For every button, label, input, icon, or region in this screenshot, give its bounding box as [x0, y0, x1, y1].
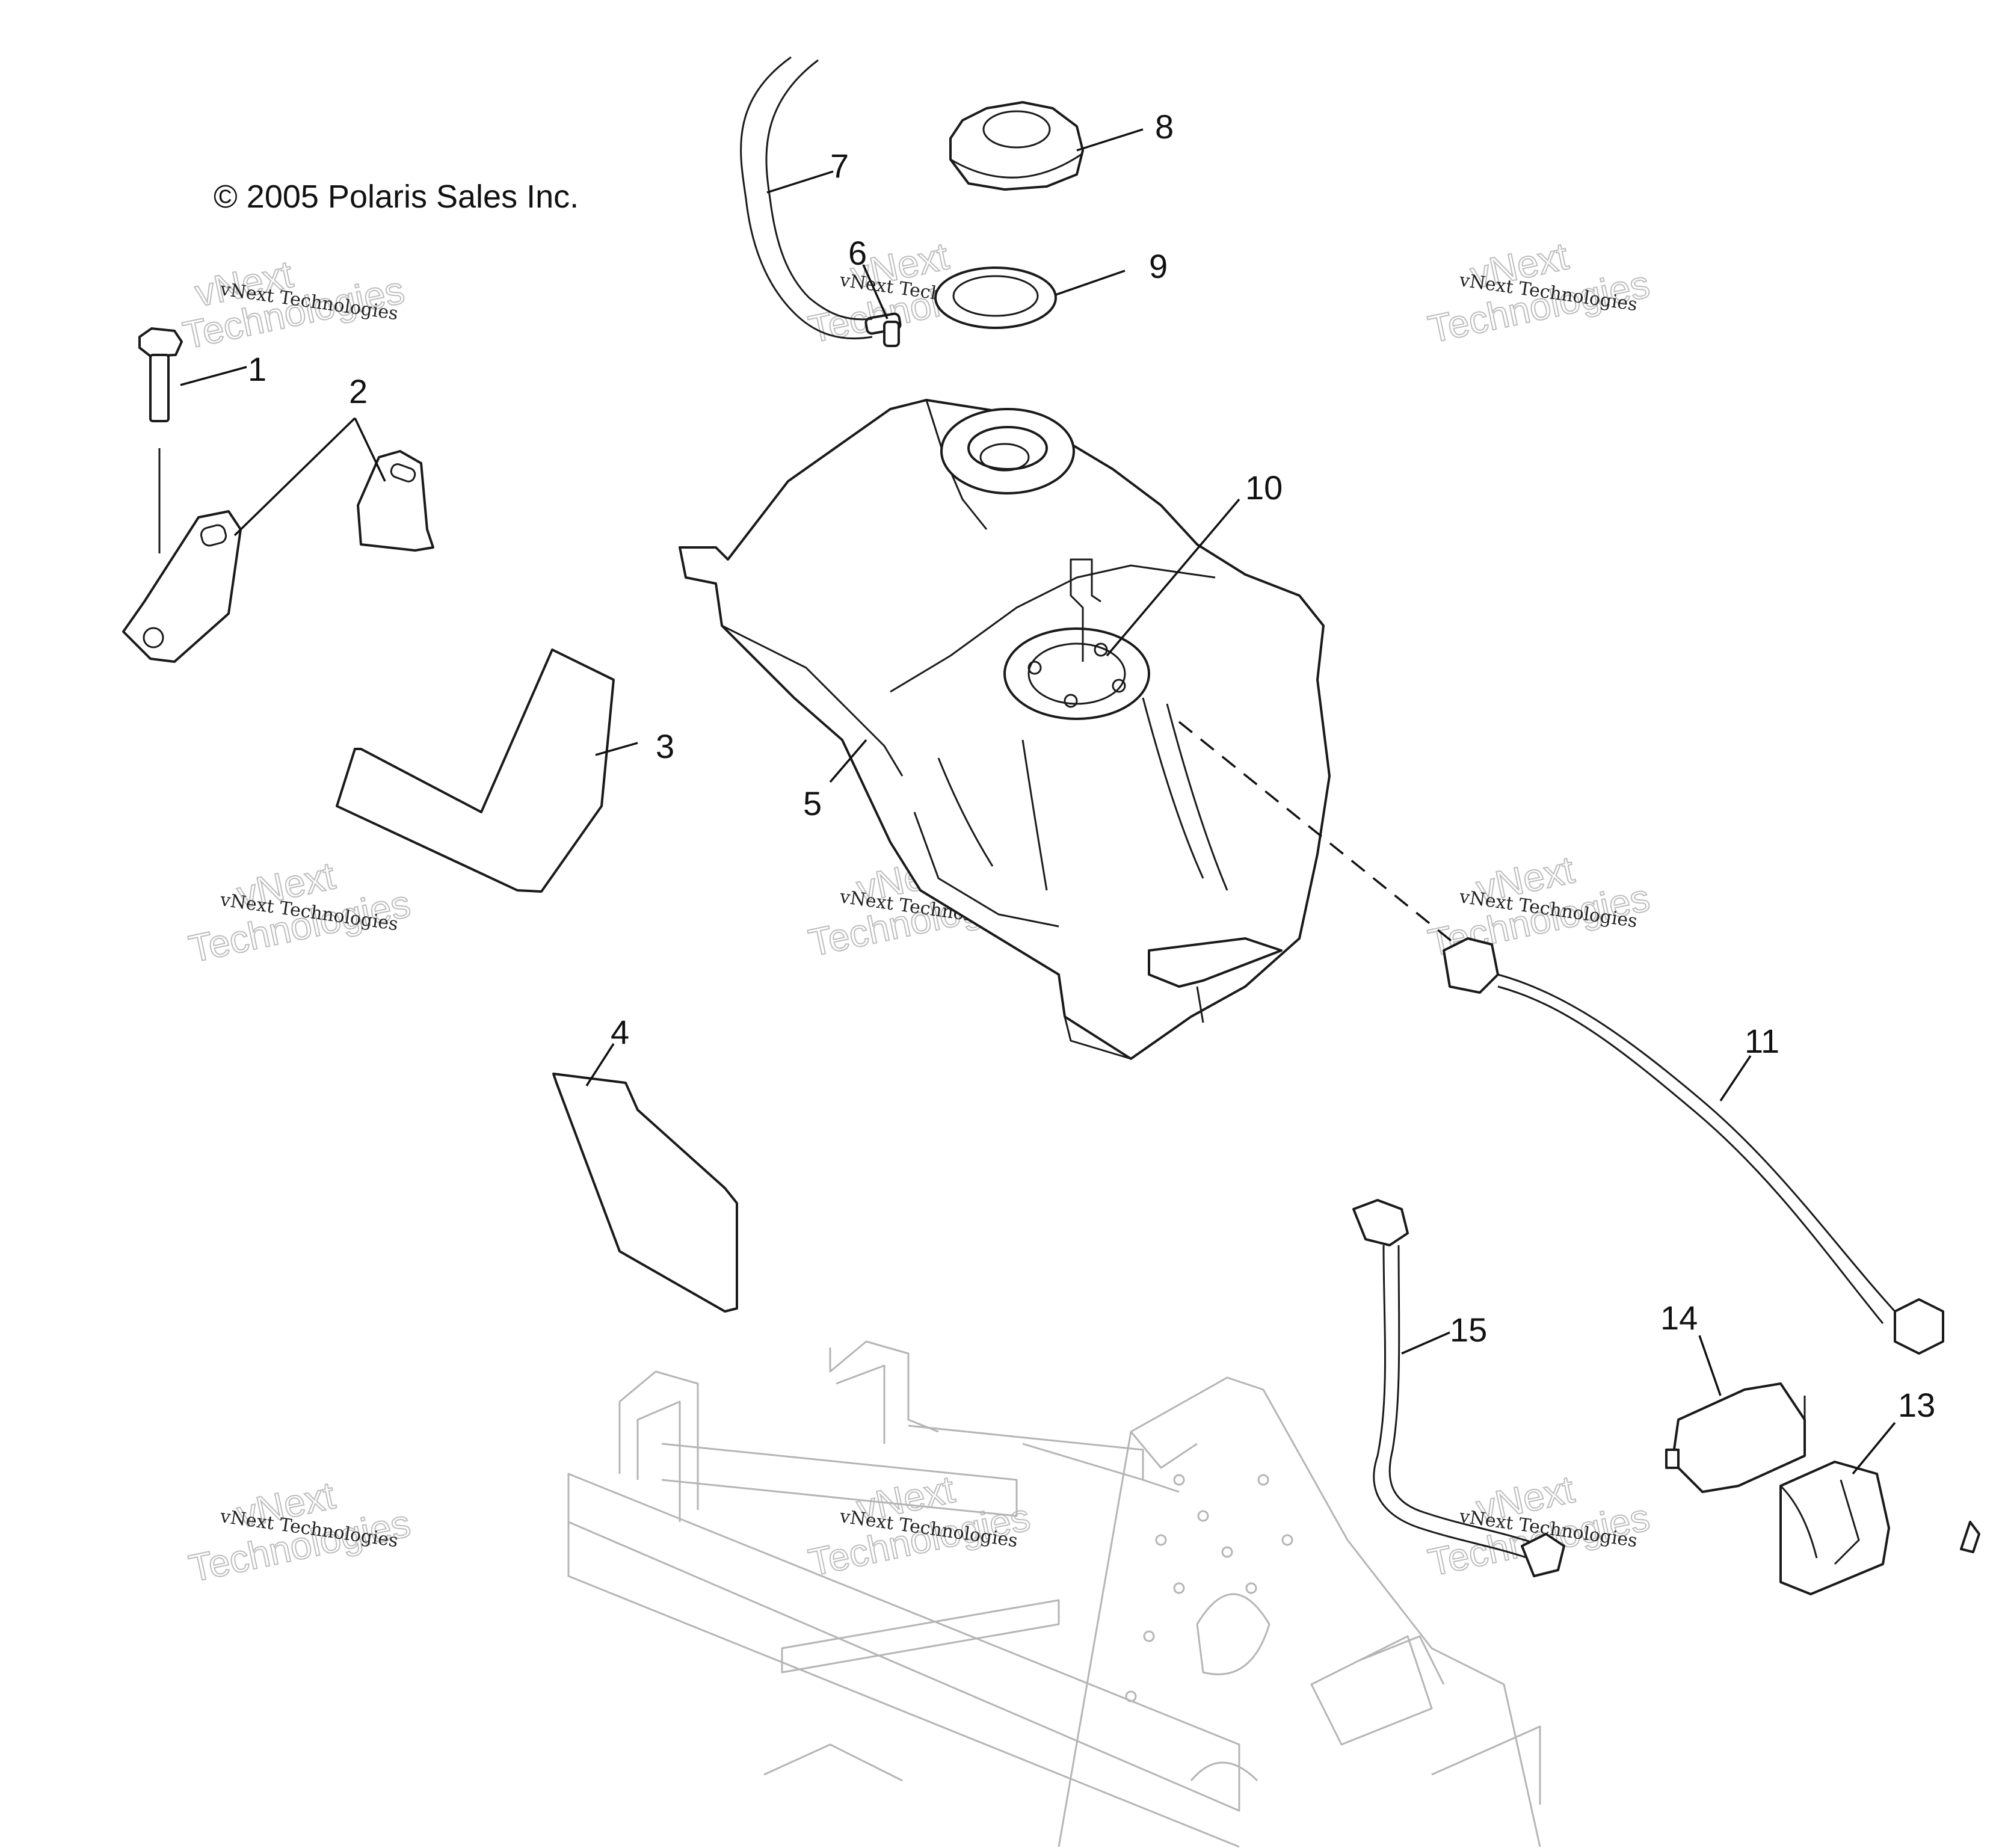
part-11-fuel-line — [1443, 937, 1944, 1355]
callout-11: 11 — [1745, 1022, 1779, 1060]
part-15-return-line — [1352, 1199, 1565, 1577]
callout-3: 3 — [656, 727, 674, 765]
callout-2: 2 — [349, 372, 368, 410]
part-13-filter-bracket — [1779, 1461, 1980, 1595]
watermark-bottom-left: vNext Technologies vNext Technologies — [185, 1473, 414, 1591]
copyright-notice: © 2005 Polaris Sales Inc. — [214, 179, 579, 215]
callout-8: 8 — [1155, 108, 1174, 146]
part-4-shield — [552, 1073, 738, 1313]
callout-labels: 1 2 3 4 5 6 7 8 9 10 11 13 14 15 — [248, 108, 1935, 1424]
watermark-top-right: vNext Technologies vNext Technologies — [1424, 233, 1654, 351]
part-14-fuel-filter — [1665, 1382, 1806, 1493]
watermark-middle-right: vNext Technologies vNext Technologies — [1424, 847, 1654, 965]
callout-13: 13 — [1898, 1386, 1935, 1424]
part-5-fuel-tank — [679, 399, 1331, 1060]
part-2-brackets — [122, 450, 434, 663]
callout-14: 14 — [1660, 1299, 1698, 1337]
callout-9: 9 — [1149, 247, 1168, 285]
part-6-fitting — [864, 312, 902, 347]
watermark-top-left: vNext Technologies vNext Technologies — [179, 251, 408, 357]
watermark-bottom-center: vNext Technologies vNext Technologies — [804, 1467, 1034, 1585]
part-7-vent-hose — [740, 56, 873, 340]
chassis-frame — [567, 1340, 1541, 1848]
callout-10: 10 — [1245, 469, 1283, 507]
callout-5: 5 — [803, 784, 822, 822]
callout-4: 4 — [611, 1013, 629, 1051]
part-1-bolt — [138, 327, 183, 553]
callout-7: 7 — [830, 147, 849, 185]
callout-6: 6 — [848, 234, 867, 272]
callout-15: 15 — [1450, 1311, 1487, 1349]
leader-lines — [180, 128, 1896, 1475]
part-9-gasket — [934, 266, 1057, 329]
watermark-middle-left: vNext Technologies vNext Technologies — [185, 853, 414, 971]
part-8-fuel-cap — [949, 101, 1084, 191]
callout-1: 1 — [248, 350, 266, 388]
part-3-pad — [336, 648, 615, 893]
